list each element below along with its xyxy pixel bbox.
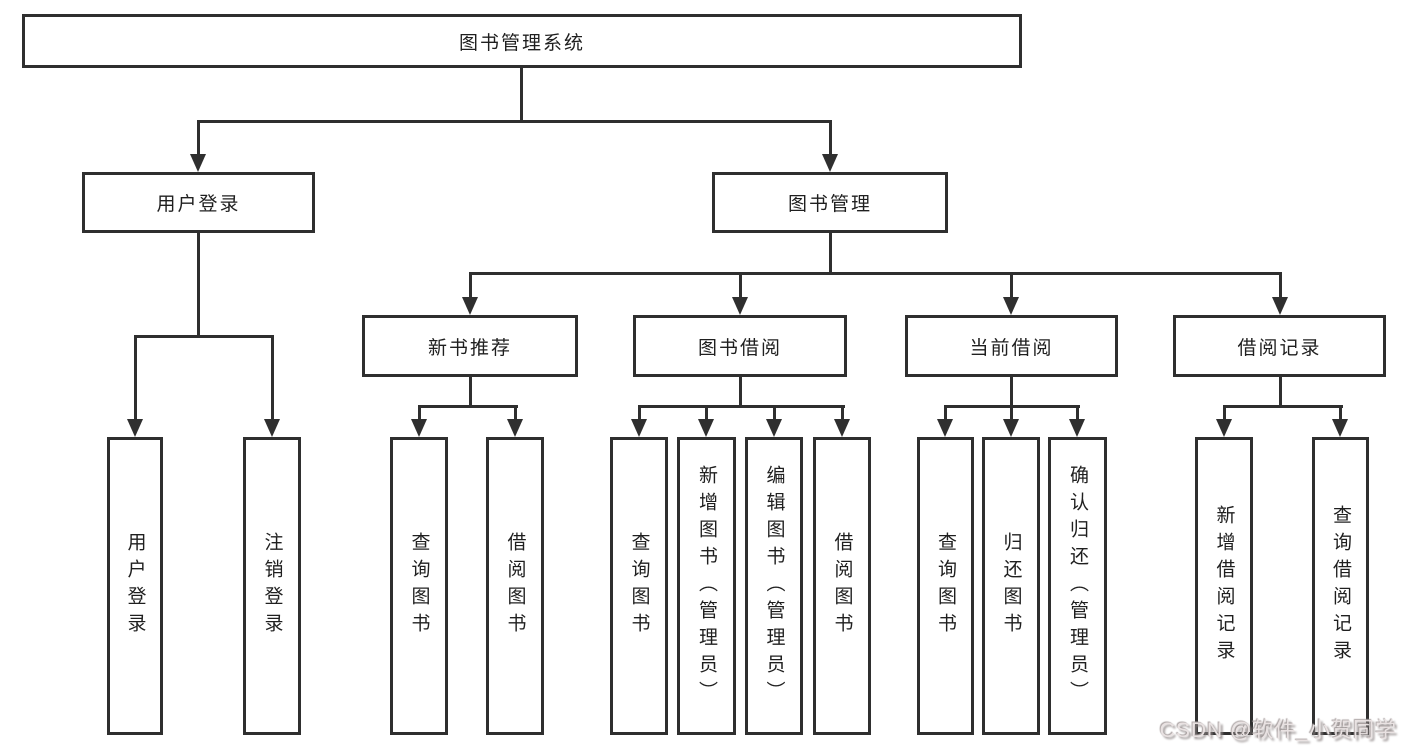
arrowhead-down-icon	[732, 297, 748, 315]
leaf-cb-query-books: 查询图书	[917, 437, 974, 735]
leaf-cb-confirm-return: 确认归还（管理员）	[1048, 437, 1107, 735]
leaf-logout: 注销登录	[243, 437, 301, 735]
node-new-book-recommend: 新书推荐	[362, 315, 578, 377]
arrowhead-down-icon	[411, 419, 427, 437]
connector-line	[638, 405, 845, 408]
connector-line	[638, 405, 641, 421]
arrowhead-down-icon	[1003, 419, 1019, 437]
arrowhead-down-icon	[1272, 297, 1288, 315]
arrowhead-down-icon	[1216, 419, 1232, 437]
leaf-br-query-record: 查询借阅记录	[1312, 437, 1369, 735]
connector-line	[739, 377, 742, 408]
connector-line	[418, 405, 421, 421]
arrowhead-down-icon	[1069, 419, 1085, 437]
arrowhead-down-icon	[507, 419, 523, 437]
connector-line	[1076, 405, 1079, 421]
connector-line	[1010, 272, 1013, 299]
connector-line	[134, 335, 274, 338]
connector-line	[1223, 405, 1343, 408]
arrowhead-down-icon	[834, 419, 850, 437]
arrowhead-down-icon	[822, 154, 838, 172]
leaf-bb-borrow-books: 借阅图书	[813, 437, 871, 735]
node-borrow-records: 借阅记录	[1173, 315, 1386, 377]
connector-line	[1010, 377, 1013, 408]
connector-line	[520, 68, 523, 122]
connector-line	[773, 405, 776, 421]
leaf-bb-edit-books: 编辑图书（管理员）	[745, 437, 803, 735]
connector-line	[1223, 405, 1226, 421]
connector-line	[271, 335, 274, 421]
connector-line	[469, 272, 472, 299]
connector-line	[705, 405, 708, 421]
leaf-bb-add-books: 新增图书（管理员）	[677, 437, 736, 735]
connector-line	[197, 120, 200, 156]
connector-line	[829, 233, 832, 274]
leaf-rec-query-books: 查询图书	[390, 437, 448, 735]
node-user-login: 用户登录	[82, 172, 315, 233]
arrowhead-down-icon	[462, 297, 478, 315]
leaf-rec-borrow-books: 借阅图书	[486, 437, 544, 735]
connector-line	[418, 405, 518, 408]
connector-line	[841, 405, 844, 421]
leaf-user-login: 用户登录	[107, 437, 163, 735]
connector-line	[1010, 405, 1013, 421]
arrowhead-down-icon	[766, 419, 782, 437]
arrowhead-down-icon	[264, 419, 280, 437]
connector-line	[469, 272, 1282, 275]
arrowhead-down-icon	[1003, 297, 1019, 315]
arrowhead-down-icon	[698, 419, 714, 437]
connector-line	[739, 272, 742, 299]
connector-line	[134, 335, 137, 421]
node-current-borrow: 当前借阅	[905, 315, 1118, 377]
connector-line	[944, 405, 947, 421]
leaf-bb-query-books: 查询图书	[610, 437, 668, 735]
arrowhead-down-icon	[127, 419, 143, 437]
connector-line	[469, 377, 472, 408]
connector-line	[829, 120, 832, 156]
leaf-br-add-record: 新增借阅记录	[1195, 437, 1253, 735]
watermark: CSDN @软件_小贺同学	[1159, 719, 1397, 742]
arrowhead-down-icon	[190, 154, 206, 172]
arrowhead-down-icon	[937, 419, 953, 437]
arrowhead-down-icon	[1332, 419, 1348, 437]
connector-line	[1339, 405, 1342, 421]
connector-line	[1279, 272, 1282, 299]
node-book-borrow: 图书借阅	[633, 315, 847, 377]
arrowhead-down-icon	[631, 419, 647, 437]
connector-line	[197, 233, 200, 337]
leaf-cb-return-books: 归还图书	[982, 437, 1040, 735]
connector-line	[514, 405, 517, 421]
node-root: 图书管理系统	[22, 14, 1022, 68]
connector-line	[1279, 377, 1282, 408]
connector-line	[197, 120, 832, 123]
node-book-management: 图书管理	[712, 172, 948, 233]
